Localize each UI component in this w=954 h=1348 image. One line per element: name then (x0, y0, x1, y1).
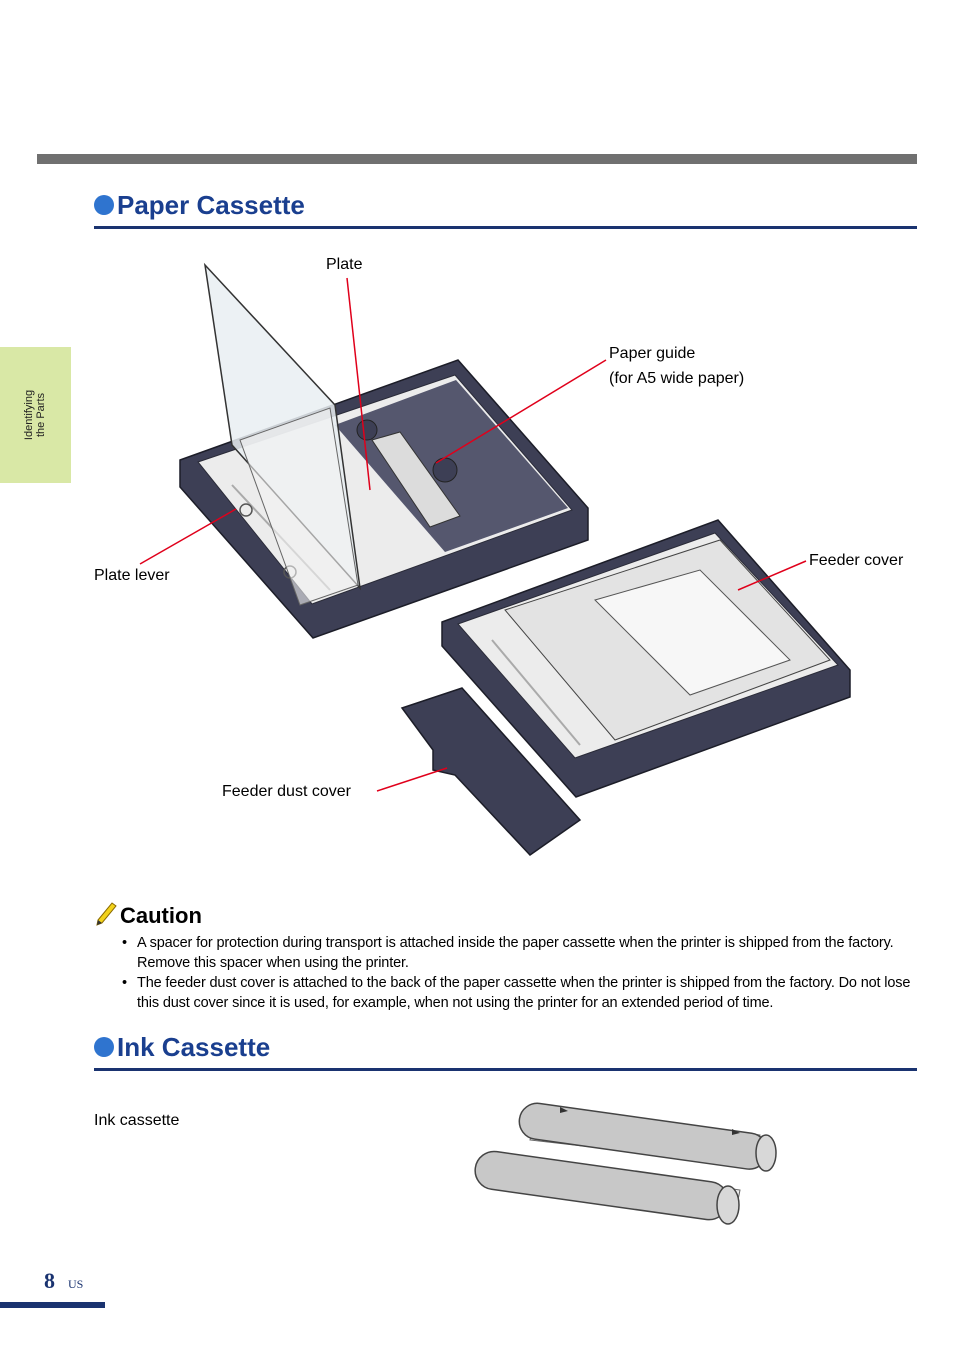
plate-label: Plate (326, 256, 363, 273)
paper-guide-callout-line (435, 359, 607, 464)
plate-callout-line (346, 277, 371, 491)
caution-item: A spacer for protection during transport… (120, 933, 920, 973)
ink-cassette-illustration (474, 1102, 777, 1225)
top-rule (37, 154, 917, 164)
ink-cassette-heading: Ink Cassette (94, 1032, 270, 1063)
plate-lever-callout-line (139, 508, 237, 565)
dust-cover-callout-line (376, 767, 448, 792)
bottom-rule (0, 1302, 105, 1308)
page-region-suffix: US (68, 1277, 84, 1291)
caution-list: A spacer for protection during transport… (120, 933, 920, 1013)
ink-section-rule (94, 1068, 917, 1071)
paper-cassette-heading: Paper Cassette (94, 190, 305, 221)
paper-cassette-title: Paper Cassette (117, 190, 305, 220)
feeder-cover-callout-line (737, 560, 807, 591)
side-tab (0, 347, 71, 483)
feeder-dust-cover (400, 687, 582, 856)
paper-section-rule (94, 226, 917, 229)
heading-bullet-icon (94, 1037, 114, 1057)
paper-guide-label: Paper guide (609, 345, 696, 362)
ink-cassette-label: Ink cassette (94, 1112, 180, 1129)
caution-pencil-icon (96, 902, 117, 926)
caution-heading: Caution (120, 903, 202, 928)
feeder-dust-cover-label: Feeder dust cover (222, 783, 351, 800)
plate-lever-label: Plate lever (94, 567, 170, 584)
caution-item: The feeder dust cover is attached to the… (120, 973, 920, 1013)
paper-guide-sublabel: (for A5 wide paper) (609, 370, 745, 387)
page-number: 8 (44, 1268, 55, 1293)
feeder-cover-label: Feeder cover (809, 552, 904, 569)
heading-bullet-icon (94, 195, 114, 215)
ink-cassette-title: Ink Cassette (117, 1032, 271, 1062)
paper-cassette-illustration (139, 262, 851, 856)
